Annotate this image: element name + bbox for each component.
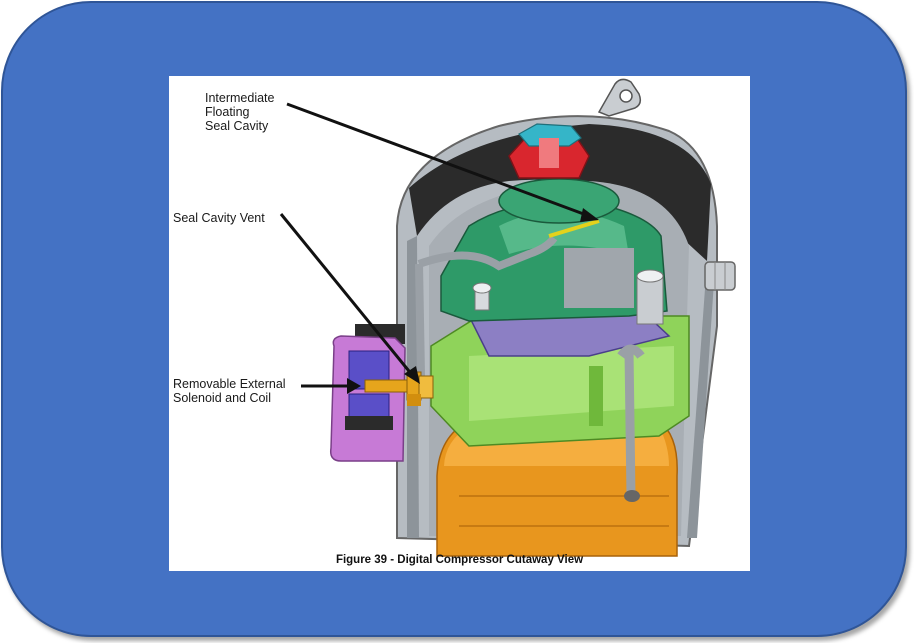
vent-tube xyxy=(415,219,645,502)
label-seal-cavity-vent: Seal Cavity Vent xyxy=(173,211,265,225)
leader-arrows xyxy=(279,102,599,394)
compressor-figure: Intermediate Floating Seal Cavity Seal C… xyxy=(169,76,750,571)
label-solenoid: Removable External Solenoid and Coil xyxy=(173,377,286,405)
bolts xyxy=(472,269,664,325)
lifting-ring xyxy=(597,78,642,117)
fixed-scroll xyxy=(440,178,668,322)
figure-caption: Figure 39 - Digital Compressor Cutaway V… xyxy=(335,554,584,566)
floating-seal xyxy=(508,123,590,179)
compressor-cutaway-illustration xyxy=(279,78,736,557)
label-seal-cavity: Intermediate Floating Seal Cavity xyxy=(205,91,275,133)
suction-fitting xyxy=(704,261,736,291)
